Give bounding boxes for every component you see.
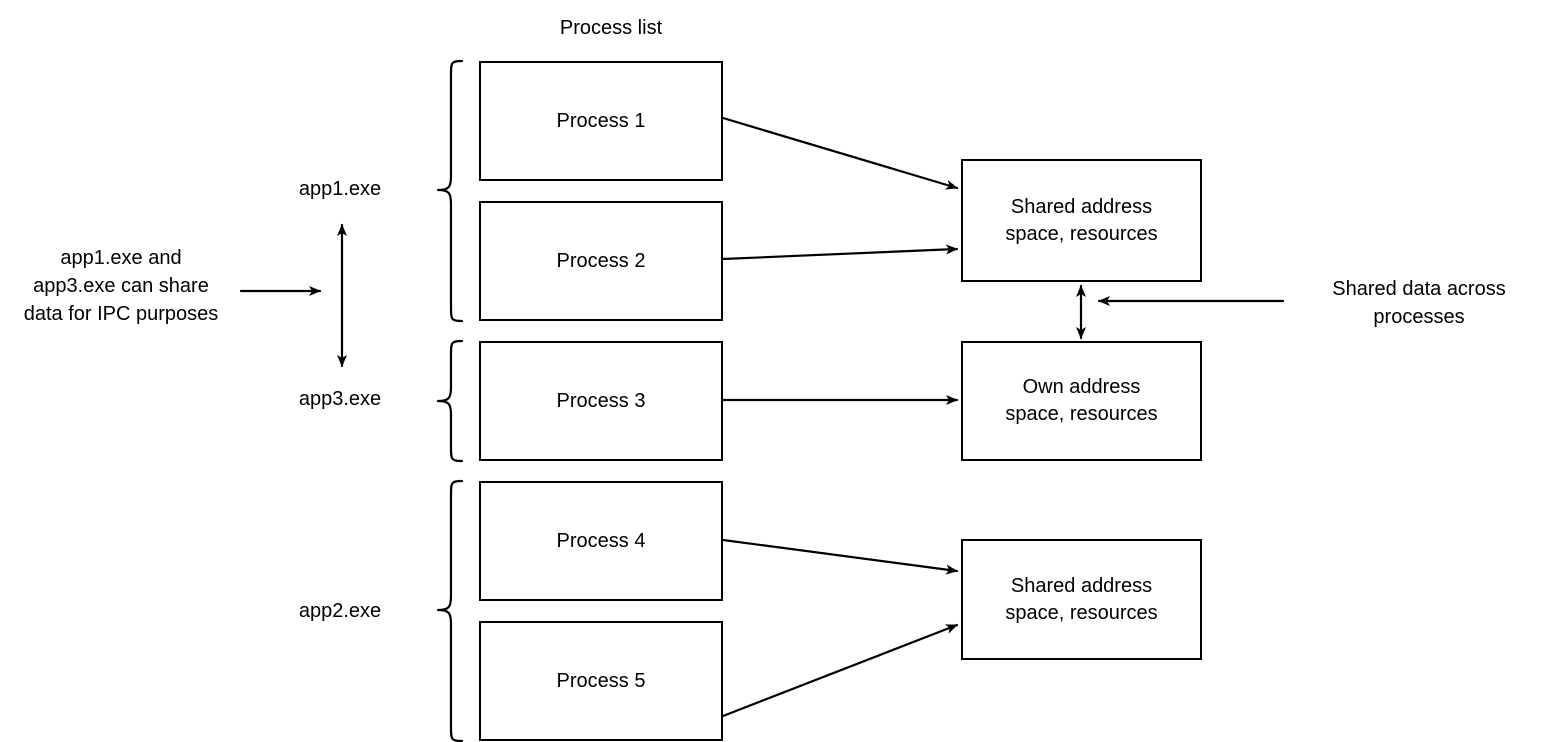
brace-app3	[436, 339, 464, 463]
app-label-app2: app2.exe	[298, 600, 382, 622]
memory-box-shared-app1-app3[interactable]: Shared address space, resources	[961, 159, 1202, 282]
arrow-process5-to-shared	[721, 623, 959, 718]
brace-app2	[436, 479, 464, 742]
memory-box-text: Shared address space, resources	[1005, 194, 1157, 248]
arrow-process2-to-shared	[721, 244, 959, 261]
process-box-5[interactable]: Process 5	[479, 621, 723, 741]
process-box-2[interactable]: Process 2	[479, 201, 723, 321]
annotation-ipc-note: app1.exe and app3.exe can share data for…	[23, 247, 219, 325]
process-box-3[interactable]: Process 3	[479, 341, 723, 461]
brace-app1	[436, 59, 464, 323]
memory-box-shared-app2[interactable]: Shared address space, resources	[961, 539, 1202, 660]
arrow-process4-to-shared	[721, 538, 959, 575]
app-label-app1: app1.exe	[298, 178, 382, 200]
memory-box-text: Shared address space, resources	[1005, 573, 1157, 627]
annotation-shared-data: Shared data across processes	[1332, 278, 1506, 328]
memory-box-line1: Shared address	[1010, 574, 1153, 597]
process-box-1[interactable]: Process 1	[479, 61, 723, 181]
memory-box-text: Own address space, resources	[1005, 374, 1157, 428]
memory-box-line2: space, resources	[1005, 403, 1158, 425]
memory-box-line1: Shared address	[1010, 195, 1153, 218]
arrow-process1-to-shared	[721, 116, 959, 190]
app-label-app3: app3.exe	[298, 388, 382, 410]
process-box-4[interactable]: Process 4	[479, 481, 723, 601]
memory-box-line2: space, resources	[1005, 222, 1158, 245]
memory-box-line2: space, resources	[1005, 601, 1158, 624]
memory-box-own-app3[interactable]: Own address space, resources	[961, 341, 1202, 461]
memory-box-line1: Own address	[1022, 376, 1141, 398]
page-title: Process list	[559, 17, 663, 39]
